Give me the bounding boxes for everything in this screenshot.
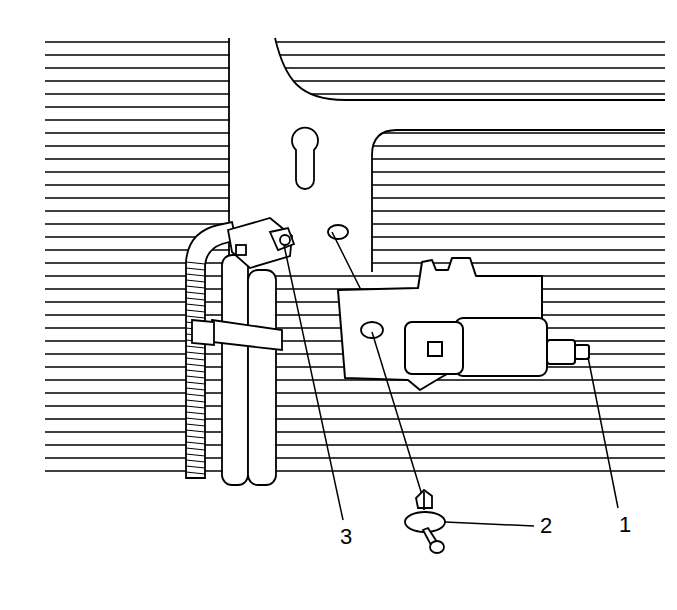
mounting-plate	[230, 38, 665, 272]
wiring-harness	[186, 218, 294, 485]
push-pin-retainer	[405, 490, 445, 553]
callout-number: 1	[617, 513, 633, 537]
brake-pedal-position-switch	[405, 318, 589, 376]
callout-number: 3	[338, 525, 354, 549]
callout-number: 2	[538, 514, 554, 538]
keyhole-slot	[292, 128, 318, 189]
